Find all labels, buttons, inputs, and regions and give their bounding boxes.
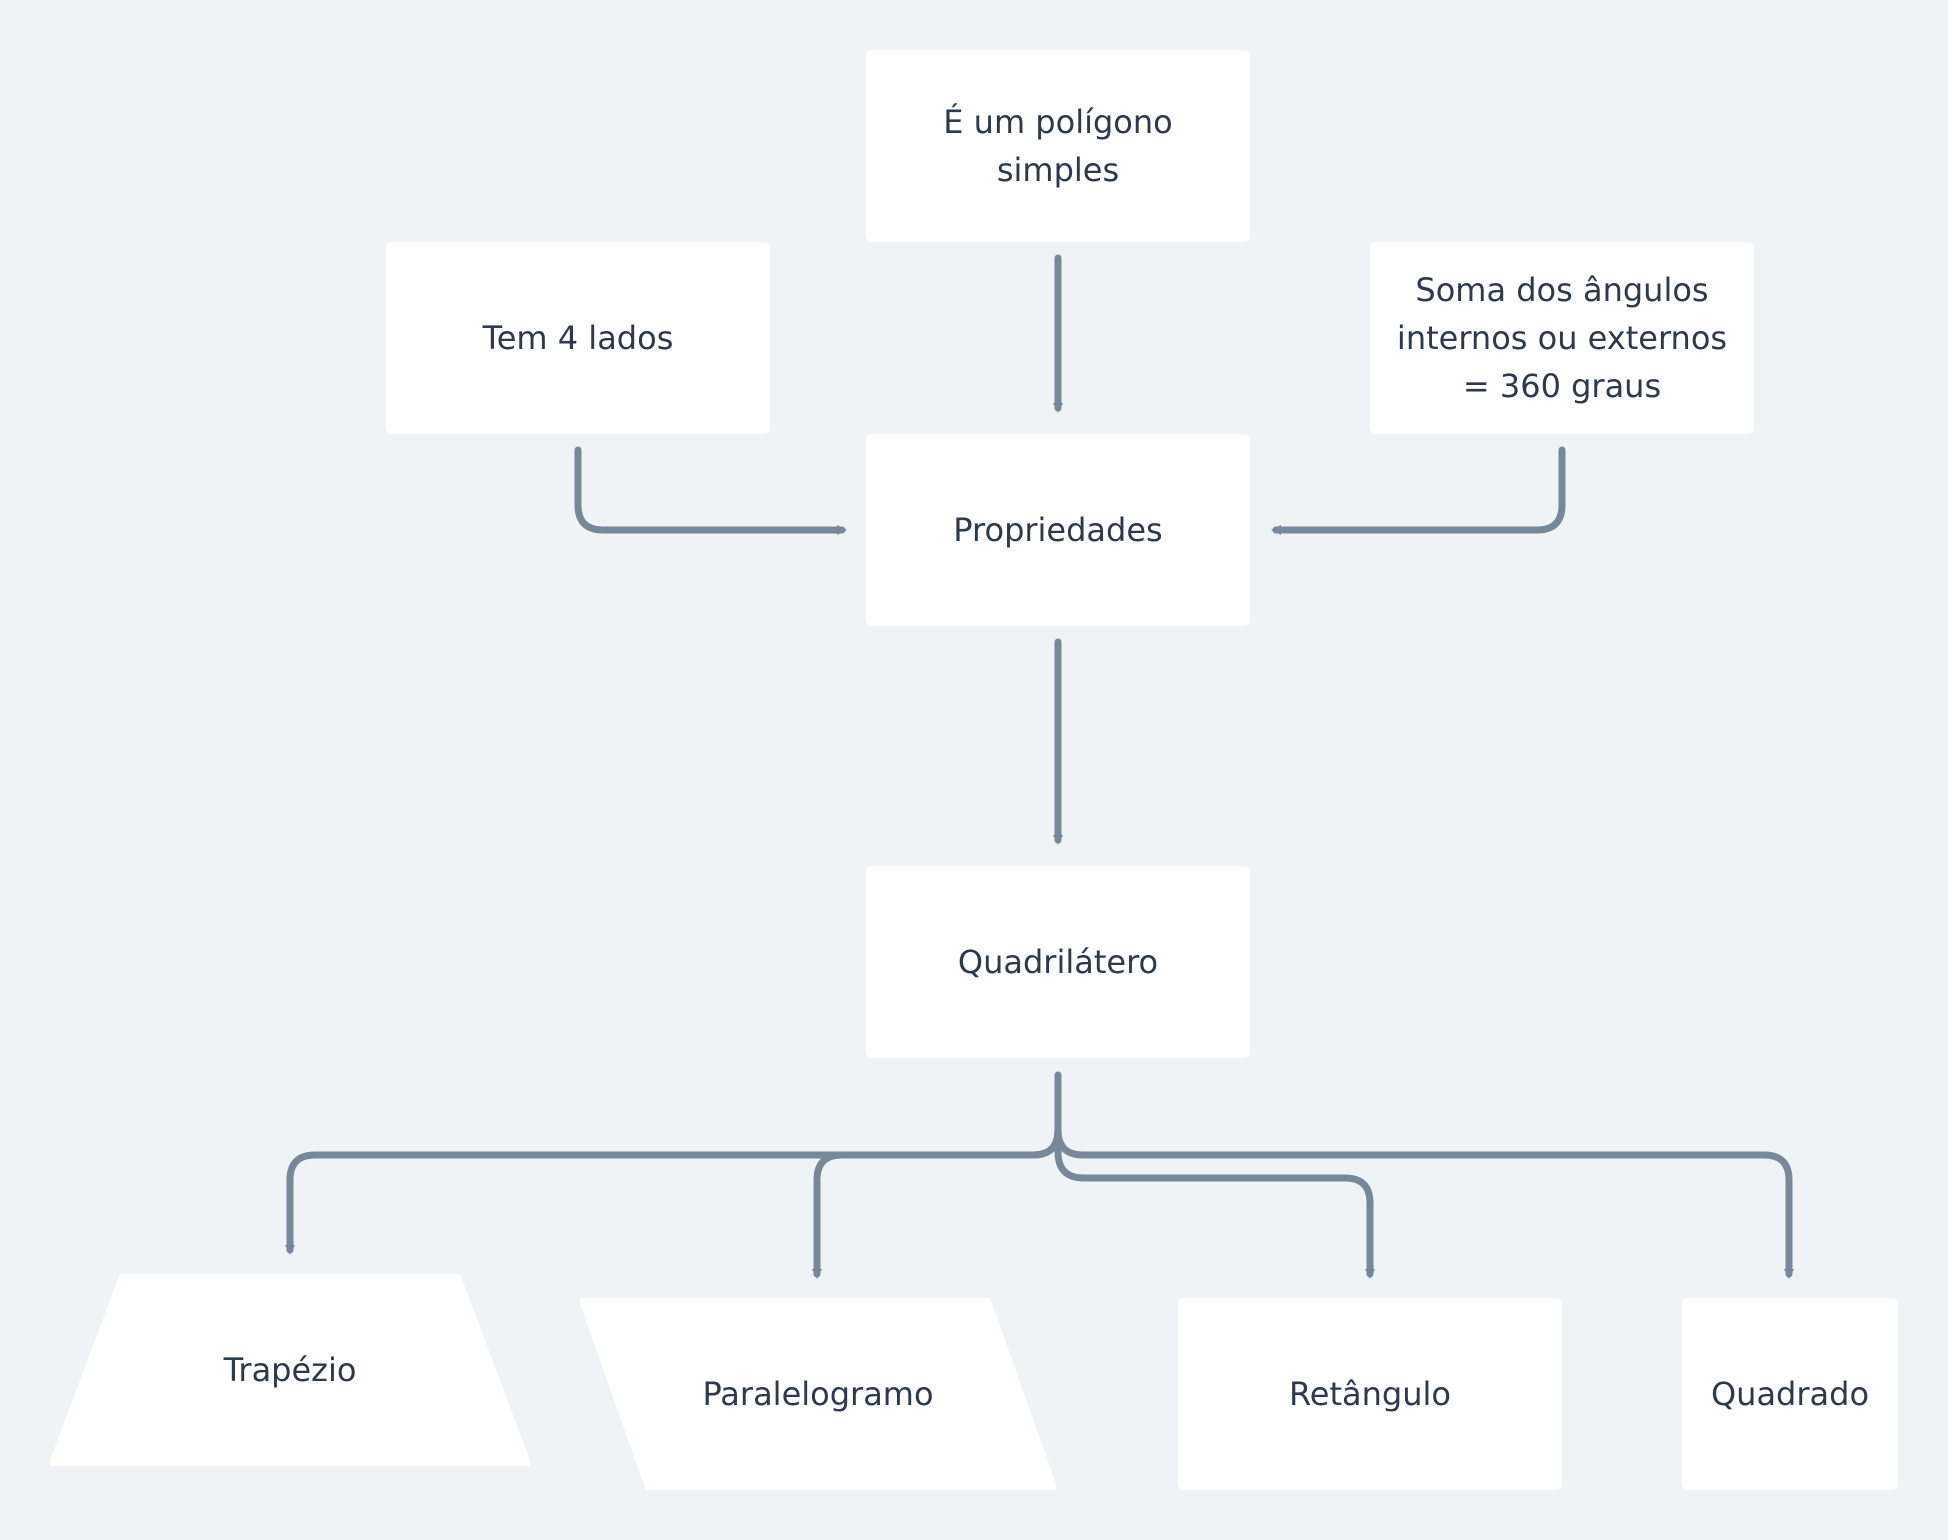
edge-quadrilatero-quadrado — [1054, 1126, 1794, 1279]
node-quadrado-label: Quadrado — [1710, 1375, 1870, 1413]
node-propriedades: Propriedades — [866, 434, 1250, 626]
trapezoid-shape — [50, 1274, 530, 1466]
node-poligono-simples: É um polígono simples — [866, 50, 1250, 242]
node-paralelogramo: Paralelogramo — [580, 1298, 1056, 1490]
node-tem-4-lados-label: Tem 4 lados — [482, 319, 674, 357]
parallelogram-shape — [580, 1298, 1056, 1490]
node-quadrilatero-label: Quadrilátero — [957, 943, 1159, 981]
node-tem-4-lados: Tem 4 lados — [386, 242, 770, 434]
node-quadrilatero: Quadrilátero — [866, 866, 1250, 1058]
edge-quadrilatero-paralelogramo — [812, 1126, 1062, 1279]
edge-lados-propriedades — [574, 446, 847, 535]
edge-quadrilatero-trapezio — [285, 1071, 1062, 1255]
node-retangulo: Retângulo — [1178, 1298, 1562, 1490]
node-soma-angulos-label: Soma dos ângulos internos ou externos = … — [1396, 271, 1728, 405]
node-quadrado: Quadrado — [1682, 1298, 1898, 1490]
edge-quadrilatero-retangulo — [1054, 1126, 1375, 1279]
edge-soma-propriedades — [1271, 446, 1566, 535]
node-retangulo-label: Retângulo — [1289, 1375, 1451, 1413]
node-soma-angulos: Soma dos ângulos internos ou externos = … — [1370, 242, 1754, 434]
node-paralelogramo-label: Paralelogramo — [702, 1375, 934, 1413]
node-trapezio: Trapézio — [50, 1274, 530, 1466]
node-propriedades-label: Propriedades — [953, 511, 1163, 549]
node-trapezio-label: Trapézio — [223, 1351, 357, 1389]
node-poligono-simples-label: É um polígono simples — [943, 103, 1173, 189]
